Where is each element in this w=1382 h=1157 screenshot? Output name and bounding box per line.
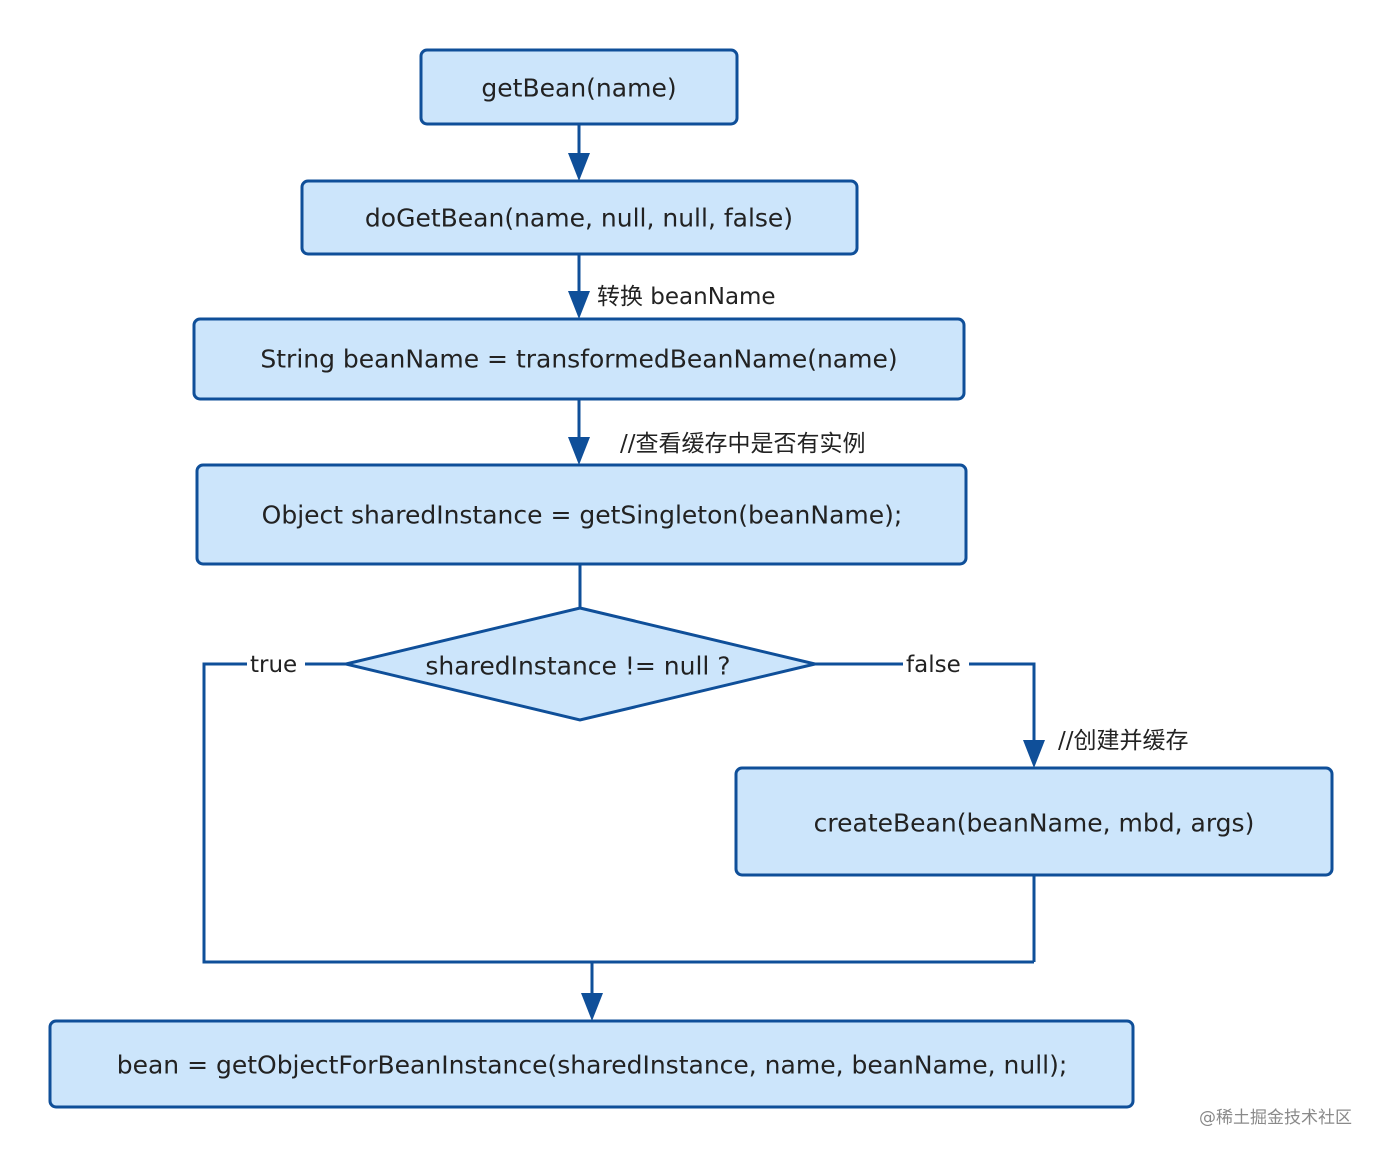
- node-getbean-label: getBean(name): [481, 74, 676, 103]
- label-false: false: [906, 652, 961, 678]
- node-createbean: createBean(beanName, mbd, args): [734, 766, 1334, 877]
- watermark: @稀土掘金技术社区: [1199, 1108, 1352, 1128]
- node-createbean-label: createBean(beanName, mbd, args): [814, 809, 1255, 838]
- node-decision: sharedInstance != null ?: [345, 606, 816, 722]
- label-true: true: [250, 652, 297, 678]
- label-create-and-cache: //创建并缓存: [1058, 728, 1189, 754]
- label-check-cache: //查看缓存中是否有实例: [620, 431, 866, 457]
- node-getobject: bean = getObjectForBeanInstance(sharedIn…: [48, 1019, 1135, 1109]
- node-getobject-label: bean = getObjectForBeanInstance(sharedIn…: [117, 1051, 1068, 1080]
- edge-labels: 转换 beanName //查看缓存中是否有实例 true false //创建…: [247, 284, 1189, 754]
- node-getsingleton-label: Object sharedInstance = getSingleton(bea…: [262, 501, 903, 530]
- arrowhead-getsingleton: [568, 437, 590, 465]
- arrowhead-getobject: [581, 993, 603, 1021]
- node-dogetbean: doGetBean(name, null, null, false): [300, 179, 859, 256]
- node-getsingleton: Object sharedInstance = getSingleton(bea…: [195, 463, 968, 566]
- edges: [202, 124, 1045, 1021]
- label-convert-beanname: 转换 beanName: [597, 284, 776, 310]
- arrowhead-dogetbean: [568, 153, 590, 181]
- arrowhead-createbean: [1023, 740, 1045, 768]
- node-getbean: getBean(name): [419, 48, 739, 126]
- arrowhead-transform: [568, 291, 590, 319]
- node-transform: String beanName = transformedBeanName(na…: [192, 317, 966, 401]
- node-transform-label: String beanName = transformedBeanName(na…: [260, 345, 897, 374]
- edge-decision-false: [815, 662, 1036, 745]
- node-decision-label: sharedInstance != null ?: [425, 652, 730, 681]
- node-dogetbean-label: doGetBean(name, null, null, false): [365, 204, 793, 233]
